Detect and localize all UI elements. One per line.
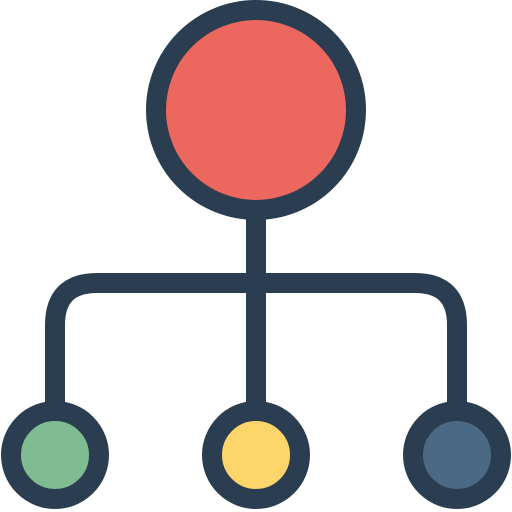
child-node-right bbox=[403, 401, 511, 509]
child-node-center bbox=[202, 401, 310, 509]
branch-bar bbox=[45, 273, 467, 420]
child-node-left bbox=[1, 401, 109, 509]
root-node bbox=[146, 0, 366, 220]
